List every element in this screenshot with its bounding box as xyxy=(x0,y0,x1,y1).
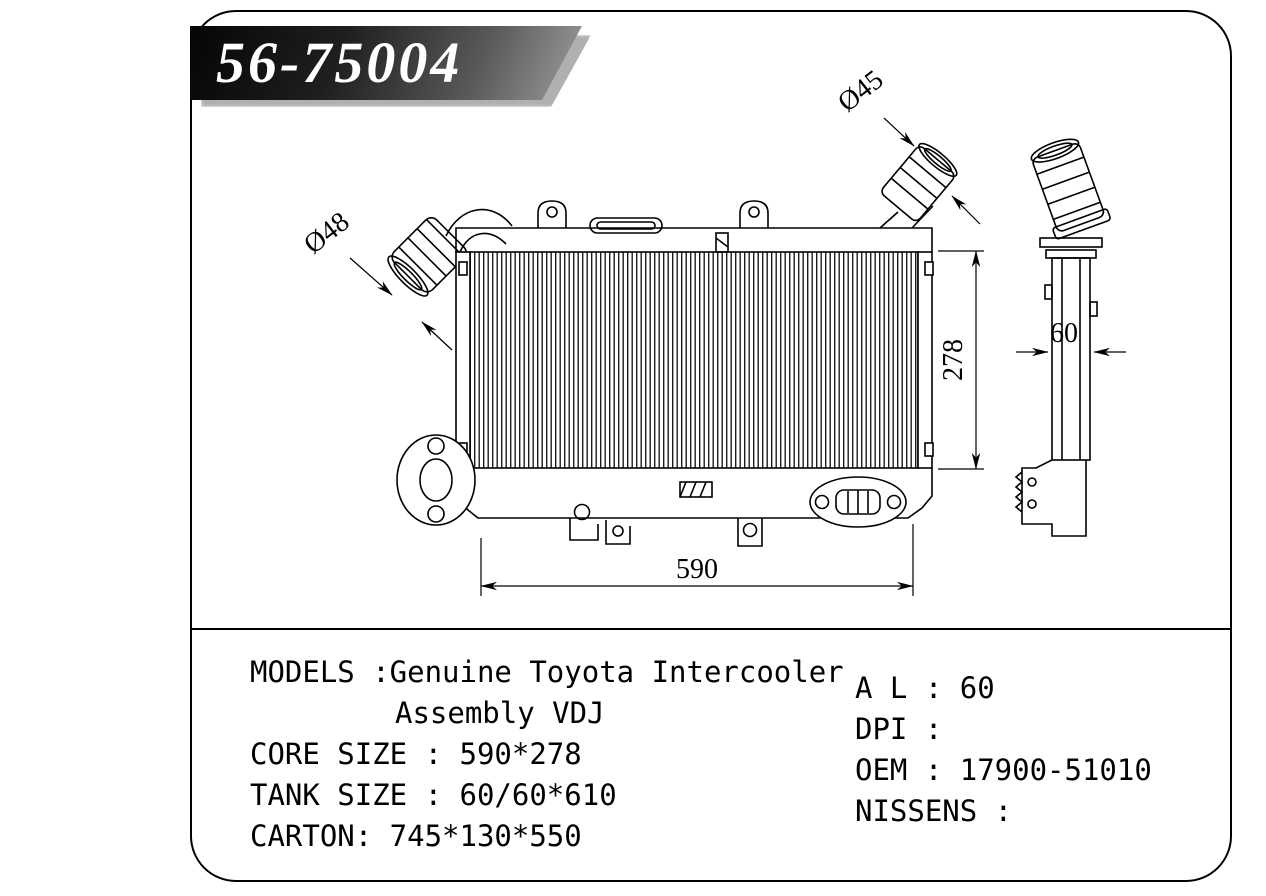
dim-height-label: 278 xyxy=(938,339,969,381)
right-outlet-pipe xyxy=(879,142,958,229)
part-number: 56-75004 xyxy=(216,30,463,95)
left-mounting-flange xyxy=(396,434,476,526)
top-center-plate xyxy=(589,217,663,234)
dim-width-label: 590 xyxy=(676,554,718,585)
dia-left-pipe-label: Ø48 xyxy=(298,206,355,260)
dia-leader-left xyxy=(349,257,393,296)
spec-nissens: NISSENS : xyxy=(855,794,1013,828)
spec-models: MODELS :Genuine Toyota Intercooler xyxy=(250,655,844,689)
spec-list-right: A L : 60 DPI : OEM : 17900-51010 NISSENS… xyxy=(855,668,1152,832)
spec-oem: OEM : 17900-51010 xyxy=(855,753,1152,787)
side-view xyxy=(1014,138,1111,537)
spec-dpi: DPI : xyxy=(855,712,943,746)
dia-right-pipe-label: Ø45 xyxy=(832,64,889,118)
mounting-clip-left xyxy=(537,200,567,228)
mounting-clip-right xyxy=(739,200,769,228)
spec-core-size: CORE SIZE : 590*278 xyxy=(250,737,582,771)
core-fins xyxy=(469,251,919,469)
dia-leader-right xyxy=(883,117,915,147)
side-view-foot-bracket xyxy=(1021,459,1087,537)
dim-depth-label: 60 xyxy=(1050,318,1078,349)
spec-list-left: MODELS :Genuine Toyota Intercooler Assem… xyxy=(250,652,844,857)
spec-tank-size: TANK SIZE : 60/60*610 xyxy=(250,778,617,812)
section-divider xyxy=(191,628,1231,630)
spec-models-continued: Assembly VDJ xyxy=(395,696,605,730)
bottom-bracket-right xyxy=(737,518,763,547)
part-number-badge: 56-75004 xyxy=(190,26,582,100)
spec-carton: CARTON: 745*130*550 xyxy=(250,819,582,853)
side-view-tank-body xyxy=(1051,257,1091,461)
bottom-tank xyxy=(396,434,933,547)
dimension-lines xyxy=(349,117,1126,596)
bottom-bracket-left xyxy=(569,518,599,541)
top-tank xyxy=(455,200,933,253)
technical-drawing: 590 278 60 Ø48 Ø45 xyxy=(298,64,1126,596)
intercooler-core xyxy=(455,251,934,469)
spec-al: A L : 60 xyxy=(855,671,995,705)
